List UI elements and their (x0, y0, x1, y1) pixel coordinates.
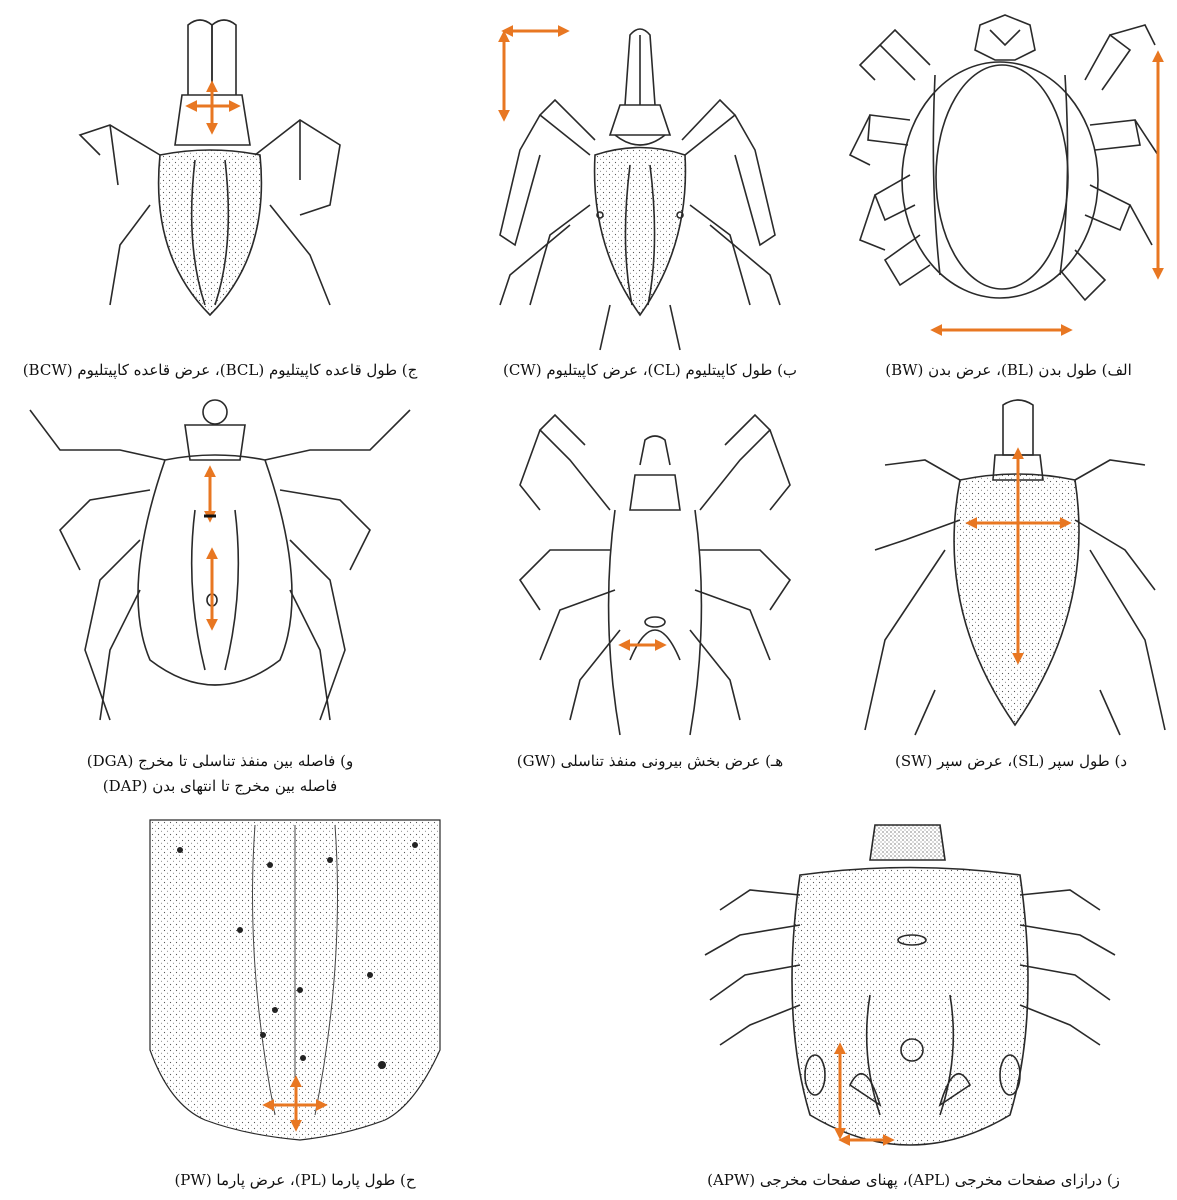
measurement-arrows (0, 390, 440, 735)
measurement-arrows (650, 815, 1177, 1165)
measurement-arrows (480, 390, 820, 735)
panel-f: و) فاصله بین منفذ تناسلی تا مخرج (DGA) ف… (0, 390, 440, 810)
panel-b: ب) طول کاپیتلیوم (CL)، عرض کاپیتلیوم (CW… (470, 5, 830, 385)
caption-f-line1: و) فاصله بین منفذ تناسلی تا مخرج (DGA) (0, 750, 440, 772)
caption-a: الف) طول بدن (BL)، عرض بدن (BW) (840, 359, 1177, 381)
caption-d: د) طول سپر (SL)، عرض سپر (SW) (845, 750, 1177, 772)
panel-h: ح) طول پارما (PL)، عرض پارما (PW) (145, 815, 445, 1200)
measurement-arrows (840, 5, 1177, 350)
caption-f-line2: فاصله بین مخرج تا انتهای بدن (DAP) (0, 775, 440, 797)
measurement-arrows (470, 5, 830, 350)
caption-g: ز) درازای صفحات مخرجی (APL)، پهنای صفحات… (650, 1169, 1177, 1191)
panel-a: الف) طول بدن (BL)، عرض بدن (BW) (840, 5, 1177, 385)
caption-c: ج) طول قاعده کاپیتلیوم (BCL)، عرض قاعده … (0, 359, 440, 381)
panel-g: ز) درازای صفحات مخرجی (APL)، پهنای صفحات… (650, 815, 1177, 1200)
caption-e: هـ) عرض بخش بیرونی منفذ تناسلی (GW) (480, 750, 820, 772)
measurement-arrows (145, 815, 445, 1165)
measurement-arrows (845, 390, 1177, 735)
panel-e: هـ) عرض بخش بیرونی منفذ تناسلی (GW) (480, 390, 820, 785)
panel-c: ج) طول قاعده کاپیتلیوم (BCL)، عرض قاعده … (0, 5, 440, 385)
caption-h: ح) طول پارما (PL)، عرض پارما (PW) (145, 1169, 445, 1191)
caption-b: ب) طول کاپیتلیوم (CL)، عرض کاپیتلیوم (CW… (470, 359, 830, 381)
measurement-arrows (0, 5, 440, 350)
panel-d: د) طول سپر (SL)، عرض سپر (SW) (845, 390, 1177, 785)
